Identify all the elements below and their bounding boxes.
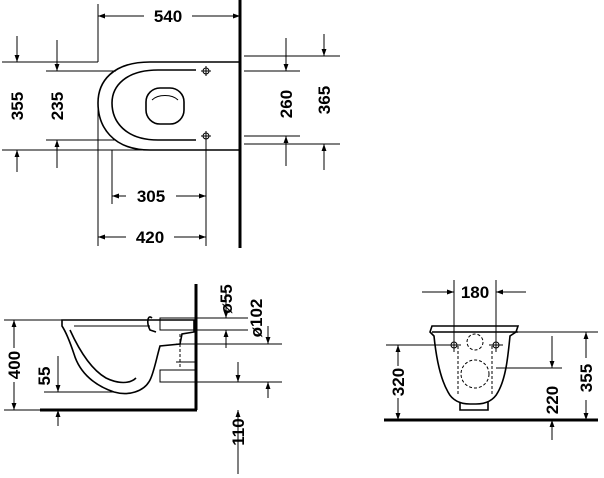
dim-305: 305 xyxy=(137,187,165,206)
bowl-opening xyxy=(145,87,185,125)
dim-320: 320 xyxy=(389,368,408,396)
dim-55: 55 xyxy=(35,367,54,386)
dim-400: 400 xyxy=(5,351,24,379)
bowl-outline xyxy=(97,61,240,151)
dim-420: 420 xyxy=(136,228,164,247)
fixing-bolt-top xyxy=(201,66,211,76)
front-bolt-right xyxy=(489,338,503,352)
dim-235: 235 xyxy=(48,92,67,120)
dim-110: 110 xyxy=(229,418,248,445)
side-seat-hinge xyxy=(147,316,157,333)
front-outlet-hidden xyxy=(460,359,490,389)
side-view: 400 55 ø55 ø102 110 xyxy=(4,284,282,474)
dim-180: 180 xyxy=(461,283,489,302)
dim-365: 365 xyxy=(315,86,334,114)
dim-220: 220 xyxy=(543,386,562,414)
dim-d55: ø55 xyxy=(217,284,236,313)
dim-355-front-view: 355 xyxy=(577,364,596,392)
dim-355-top-view: 355 xyxy=(8,92,27,120)
front-inlet-hidden xyxy=(466,333,484,351)
dim-260: 260 xyxy=(277,90,296,118)
front-toilet-body xyxy=(429,325,520,405)
side-bowl-inner xyxy=(69,329,137,384)
front-view: 180 320 220 355 xyxy=(384,280,598,440)
side-water-inlet xyxy=(159,317,197,331)
side-outlet xyxy=(159,369,197,383)
fixing-bolt-bottom xyxy=(201,131,211,141)
dim-540: 540 xyxy=(154,7,182,26)
top-view: 540 355 235 260 365 305 xyxy=(2,0,340,248)
front-connection-hidden xyxy=(457,346,493,396)
front-foot xyxy=(459,402,489,411)
side-toilet-body xyxy=(61,319,195,395)
seat-ring xyxy=(111,69,196,141)
bowl-rinse-line xyxy=(151,95,179,101)
dim-d102: ø102 xyxy=(247,299,266,338)
